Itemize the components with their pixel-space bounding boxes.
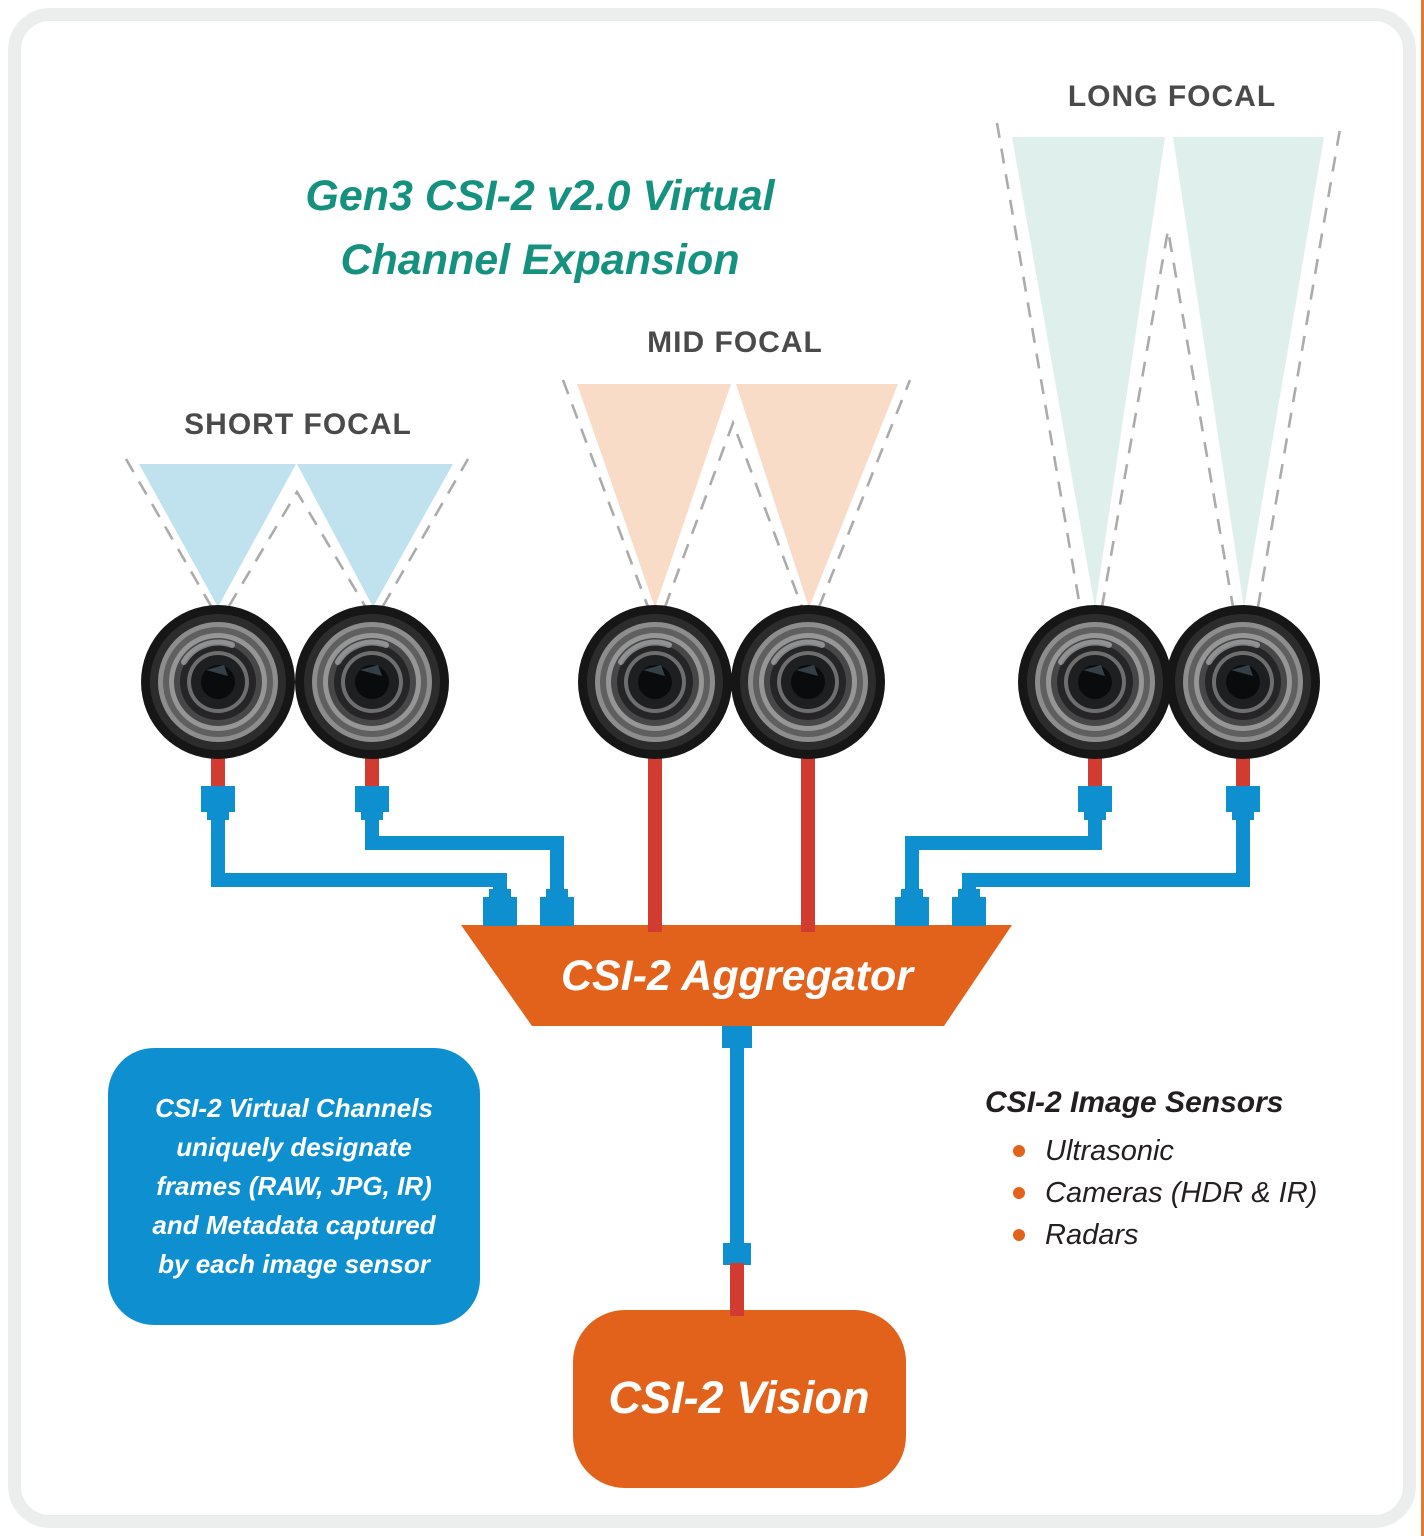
long-cone-left bbox=[1012, 137, 1165, 608]
virtual-channels-callout: CSI-2 Virtual Channels uniquely designat… bbox=[108, 1048, 480, 1325]
long-cone-right bbox=[1173, 137, 1324, 608]
long-cone-dashed-lines bbox=[995, 122, 1343, 608]
long-focal-cones bbox=[995, 122, 1343, 608]
blue-csi2-links bbox=[201, 786, 1260, 1316]
csi2-aggregator-block bbox=[461, 925, 1012, 1026]
short-focal-cones bbox=[124, 458, 470, 607]
bullet-icon bbox=[1013, 1187, 1025, 1199]
blue-routes bbox=[211, 816, 1250, 898]
sensor-item-label: Cameras (HDR & IR) bbox=[1045, 1176, 1318, 1209]
callout-line: CSI-2 Virtual Channels bbox=[155, 1093, 433, 1123]
list-item: Ultrasonic bbox=[1013, 1130, 1317, 1172]
camera-connectors bbox=[201, 786, 1260, 820]
bullet-icon bbox=[1013, 1229, 1025, 1241]
short-cone-left bbox=[139, 464, 296, 607]
image-sensors-list: CSI-2 Image Sensors Ultrasonic Cameras (… bbox=[985, 1086, 1317, 1256]
mid-focal-cones bbox=[561, 379, 912, 608]
mid-cone-right bbox=[736, 384, 898, 608]
csi2-vision-label: CSI-2 Vision bbox=[608, 1372, 870, 1423]
diagram-title-line1: Gen3 CSI-2 v2.0 Virtual bbox=[305, 172, 775, 220]
short-focal-label: SHORT FOCAL bbox=[184, 408, 412, 441]
camera-icon-short-2 bbox=[295, 605, 449, 759]
csi2-aggregator-label: CSI-2 Aggregator bbox=[561, 952, 913, 1000]
callout-line: and Metadata captured bbox=[152, 1210, 436, 1240]
camera-icon-short-1 bbox=[141, 605, 295, 759]
csi2-vision-block bbox=[573, 1310, 906, 1488]
long-focal-label: LONG FOCAL bbox=[1067, 80, 1277, 113]
diagram-title: Gen3 CSI-2 v2.0 Virtual Channel Expansio… bbox=[305, 164, 774, 292]
short-cone-right bbox=[297, 464, 453, 607]
aggregator-to-vision-link bbox=[722, 1026, 752, 1316]
right-edge-stripe bbox=[1421, 0, 1424, 1536]
diagram-title-line2: Channel Expansion bbox=[340, 236, 740, 284]
bullet-icon bbox=[1013, 1145, 1025, 1157]
list-item: Cameras (HDR & IR) bbox=[1013, 1172, 1317, 1214]
callout-line: by each image sensor bbox=[158, 1249, 430, 1279]
aggregator-connectors bbox=[483, 889, 986, 926]
callout-line: frames (RAW, JPG, IR) bbox=[156, 1171, 432, 1201]
sensor-item-label: Ultrasonic bbox=[1045, 1134, 1174, 1167]
list-item: Radars bbox=[1013, 1214, 1317, 1256]
mid-focal-label: MID FOCAL bbox=[647, 326, 823, 359]
camera-icons bbox=[141, 605, 1320, 759]
camera-icon-mid-1 bbox=[578, 605, 732, 759]
camera-icon-long-2 bbox=[1166, 605, 1320, 759]
callout-line: uniquely designate bbox=[176, 1132, 412, 1162]
mid-cone-left bbox=[577, 384, 731, 608]
image-sensors-title: CSI-2 Image Sensors bbox=[985, 1086, 1284, 1119]
camera-icon-long-1 bbox=[1018, 605, 1172, 759]
sensor-item-label: Radars bbox=[1045, 1218, 1139, 1251]
camera-icon-mid-2 bbox=[731, 605, 885, 759]
short-cone-dashed-lines bbox=[124, 458, 470, 607]
mid-cone-dashed-lines bbox=[561, 379, 912, 608]
